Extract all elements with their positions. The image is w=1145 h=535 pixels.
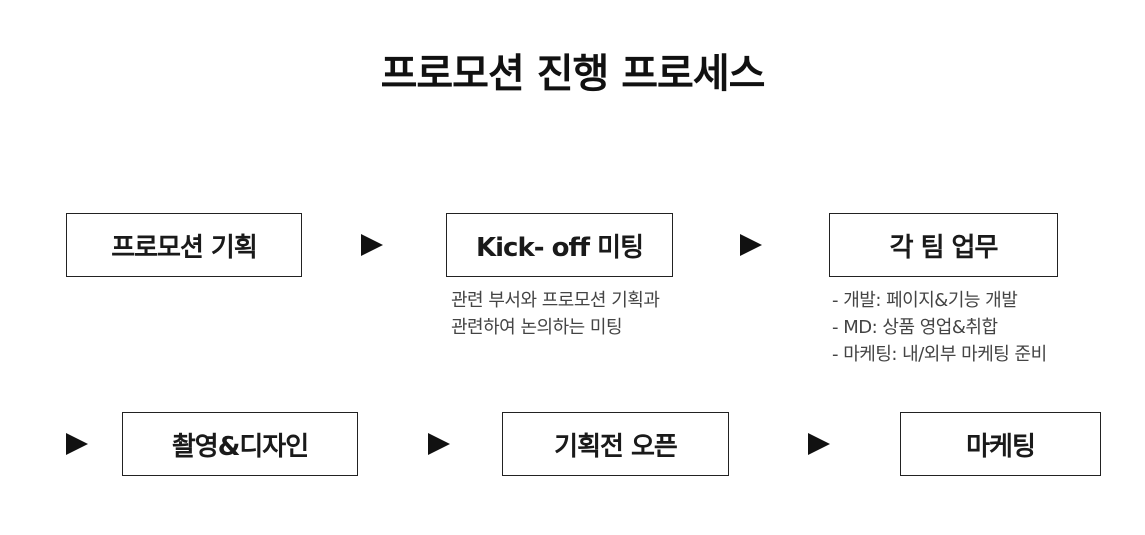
kickoff-description-line: 관련하여 논의하는 미팅 <box>451 317 623 338</box>
arrow-right-icon <box>428 433 450 455</box>
arrow-right-icon <box>361 234 383 256</box>
arrow-right-icon <box>66 433 88 455</box>
arrow-right-icon <box>740 234 762 256</box>
step-exhibition-open: 기획전 오픈 <box>502 412 729 476</box>
step-kickoff-meeting: Kick- off 미팅 <box>446 213 673 277</box>
step-team-tasks: 각 팀 업무 <box>829 213 1058 277</box>
step-marketing: 마케팅 <box>900 412 1101 476</box>
arrow-right-icon <box>808 433 830 455</box>
team-task-item: - 개발: 페이지&기능 개발 <box>832 290 1018 311</box>
page-title: 프로모션 진행 프로세스 <box>380 51 766 97</box>
team-task-item: - 마케팅: 내/외부 마케팅 준비 <box>832 344 1047 365</box>
step-shooting-design: 촬영&디자인 <box>122 412 358 476</box>
team-task-item: - MD: 상품 영업&취합 <box>832 317 998 338</box>
team-tasks-description: - 개발: 페이지&기능 개발 - MD: 상품 영업&취합 - 마케팅: 내/… <box>832 287 1047 368</box>
kickoff-description: 관련 부서와 프로모션 기획과 관련하여 논의하는 미팅 <box>451 287 660 341</box>
kickoff-description-line: 관련 부서와 프로모션 기획과 <box>451 290 660 311</box>
step-promotion-planning: 프로모션 기획 <box>66 213 302 277</box>
